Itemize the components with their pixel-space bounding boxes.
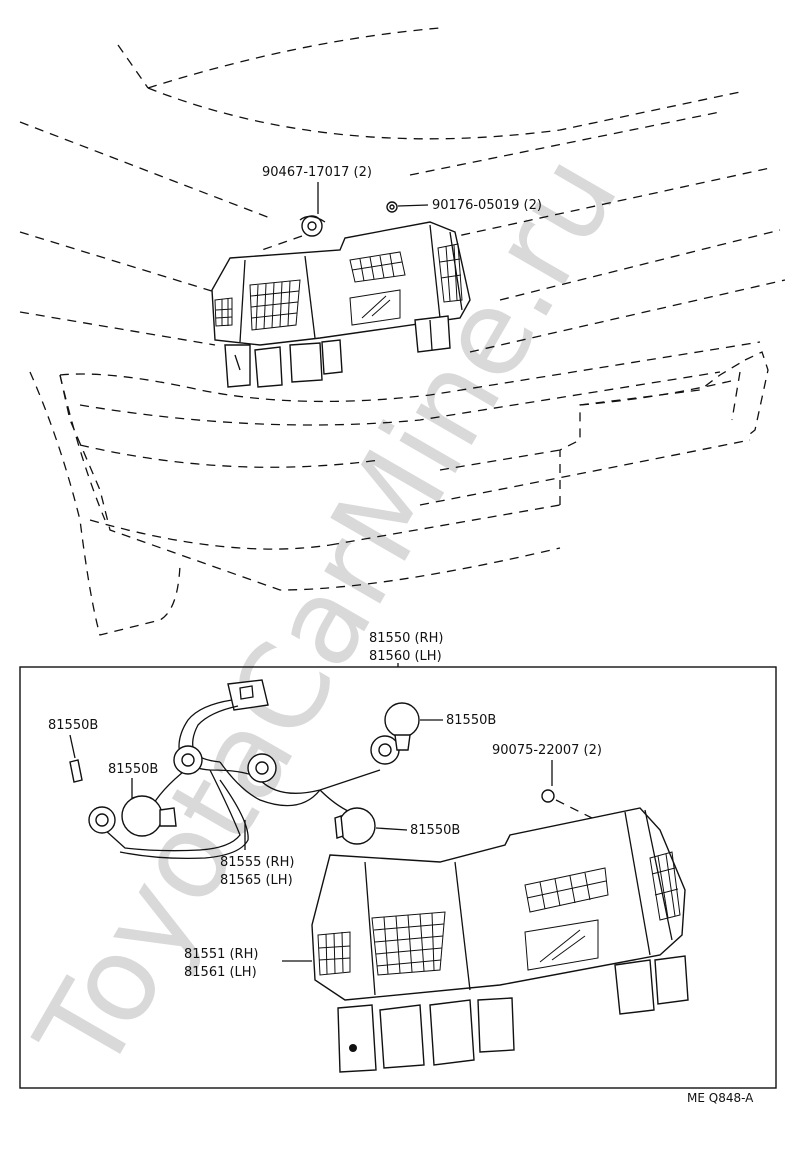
bulb-mid-right (334, 807, 376, 845)
label-90467: 90467-17017 (2) (262, 165, 372, 180)
label-90176: 90176-05019 (2) (432, 198, 542, 213)
wiring-harness (104, 679, 381, 860)
socket-center-left (173, 745, 203, 775)
label-bulb-mid-left: 81550B (108, 762, 158, 777)
label-bulb-small: 81550B (48, 718, 98, 733)
parts-box (19, 666, 777, 1089)
socket-center-right (247, 753, 277, 783)
bulb-mid-left (121, 795, 177, 837)
washer-90075 (541, 789, 601, 823)
screw-90467 (261, 215, 326, 251)
bulb-small-wedge (69, 759, 83, 783)
label-lens-lh: 81561 (LH) (184, 965, 257, 980)
upper-lamp-assembly (211, 221, 471, 388)
bulb-top-right (384, 702, 420, 751)
label-bulb-top-right: 81550B (446, 713, 496, 728)
socket-left (88, 806, 116, 834)
lens-assembly (311, 807, 689, 1073)
label-90075: 90075-22007 (2) (492, 743, 602, 758)
label-lens-rh: 81551 (RH) (184, 947, 258, 962)
vehicle-body-outline (19, 27, 786, 636)
nut-90176 (386, 201, 398, 213)
label-socket-lh: 81565 (LH) (220, 873, 293, 888)
drawing-code: ME Q848-A (687, 1091, 754, 1105)
label-assembly-lh: 81560 (LH) (369, 649, 442, 664)
socket-right (370, 735, 400, 765)
label-assembly-rh: 81550 (RH) (369, 631, 443, 646)
label-bulb-mid-right: 81550B (410, 823, 460, 838)
label-socket-rh: 81555 (RH) (220, 855, 294, 870)
